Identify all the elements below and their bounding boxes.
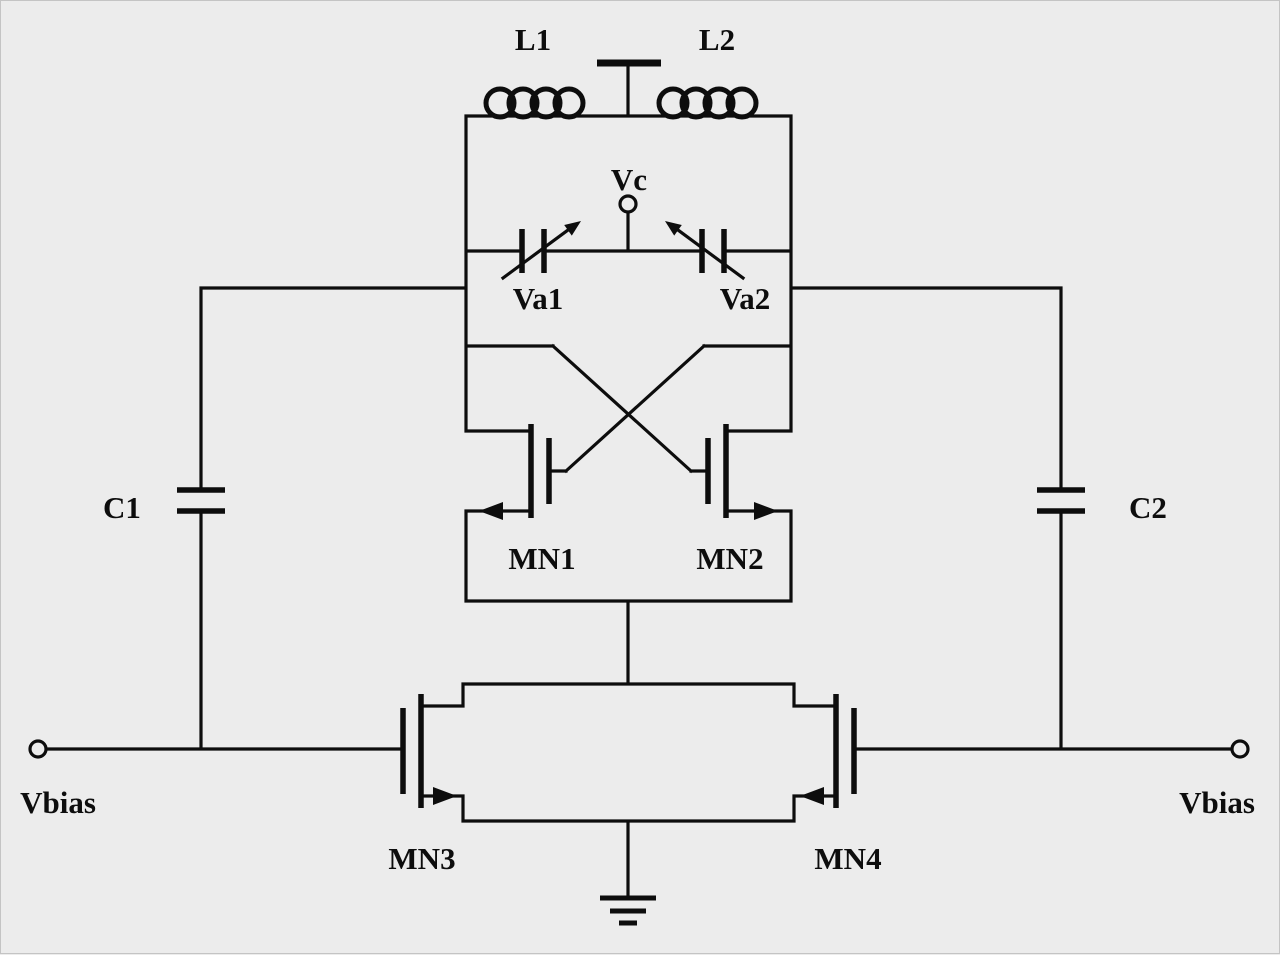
wire-net xyxy=(45,65,1233,900)
source-arrow-icon xyxy=(479,502,503,520)
coil-turn xyxy=(506,86,540,120)
label-vbias-left: Vbias xyxy=(20,785,96,820)
varactor-Va1 xyxy=(500,221,581,281)
varactor-arrow-icon xyxy=(564,221,581,236)
nmos-MN2 xyxy=(705,424,778,520)
vbias-terminal-left xyxy=(28,739,48,759)
terminal-circle xyxy=(28,739,48,759)
label-vbias-right: Vbias xyxy=(1179,785,1255,820)
label-mn1: MN1 xyxy=(508,541,575,576)
ground-bars xyxy=(600,895,656,926)
vbias-terminal-right xyxy=(1230,739,1250,759)
vc-terminal-circle xyxy=(618,194,638,214)
inductor-L1 xyxy=(483,86,586,120)
label-mn2: MN2 xyxy=(696,541,763,576)
coil-turn xyxy=(702,86,736,120)
label-c2: C2 xyxy=(1129,490,1167,525)
nmos-MN1 xyxy=(479,424,552,520)
coil-turn xyxy=(725,86,759,120)
capacitor-C1 xyxy=(177,487,225,514)
capacitor-C2 xyxy=(1037,487,1085,514)
coil-turn xyxy=(552,86,586,120)
coil-turn xyxy=(656,86,690,120)
label-l2: L2 xyxy=(699,22,735,57)
ground-symbol xyxy=(600,895,656,926)
terminal-circle xyxy=(1230,739,1250,759)
coil-turn xyxy=(679,86,713,120)
varactor-arrow-shaft xyxy=(675,227,746,281)
source-arrow-icon xyxy=(800,787,824,805)
control-node-Vc xyxy=(618,194,638,214)
label-mn3: MN3 xyxy=(388,841,455,876)
label-l1: L1 xyxy=(515,22,551,57)
capacitor-plates xyxy=(177,487,225,514)
varactor-arrow-shaft xyxy=(500,227,571,281)
varactor-Va2 xyxy=(665,221,746,281)
label-va2: Va2 xyxy=(720,281,771,316)
coil-turn xyxy=(529,86,563,120)
label-vc: Vc xyxy=(611,162,647,197)
capacitor-plates xyxy=(1037,487,1085,514)
source-arrow-icon xyxy=(754,502,778,520)
label-va1: Va1 xyxy=(513,281,564,316)
nmos-MN3 xyxy=(400,694,457,808)
inductor-L2 xyxy=(656,86,759,120)
label-c1: C1 xyxy=(103,490,141,525)
wires xyxy=(45,65,1233,900)
source-arrow-icon xyxy=(433,787,457,805)
nmos-MN4 xyxy=(800,694,857,808)
coil-turn xyxy=(483,86,517,120)
label-mn4: MN4 xyxy=(814,841,881,876)
varactor-arrow-icon xyxy=(665,221,682,236)
